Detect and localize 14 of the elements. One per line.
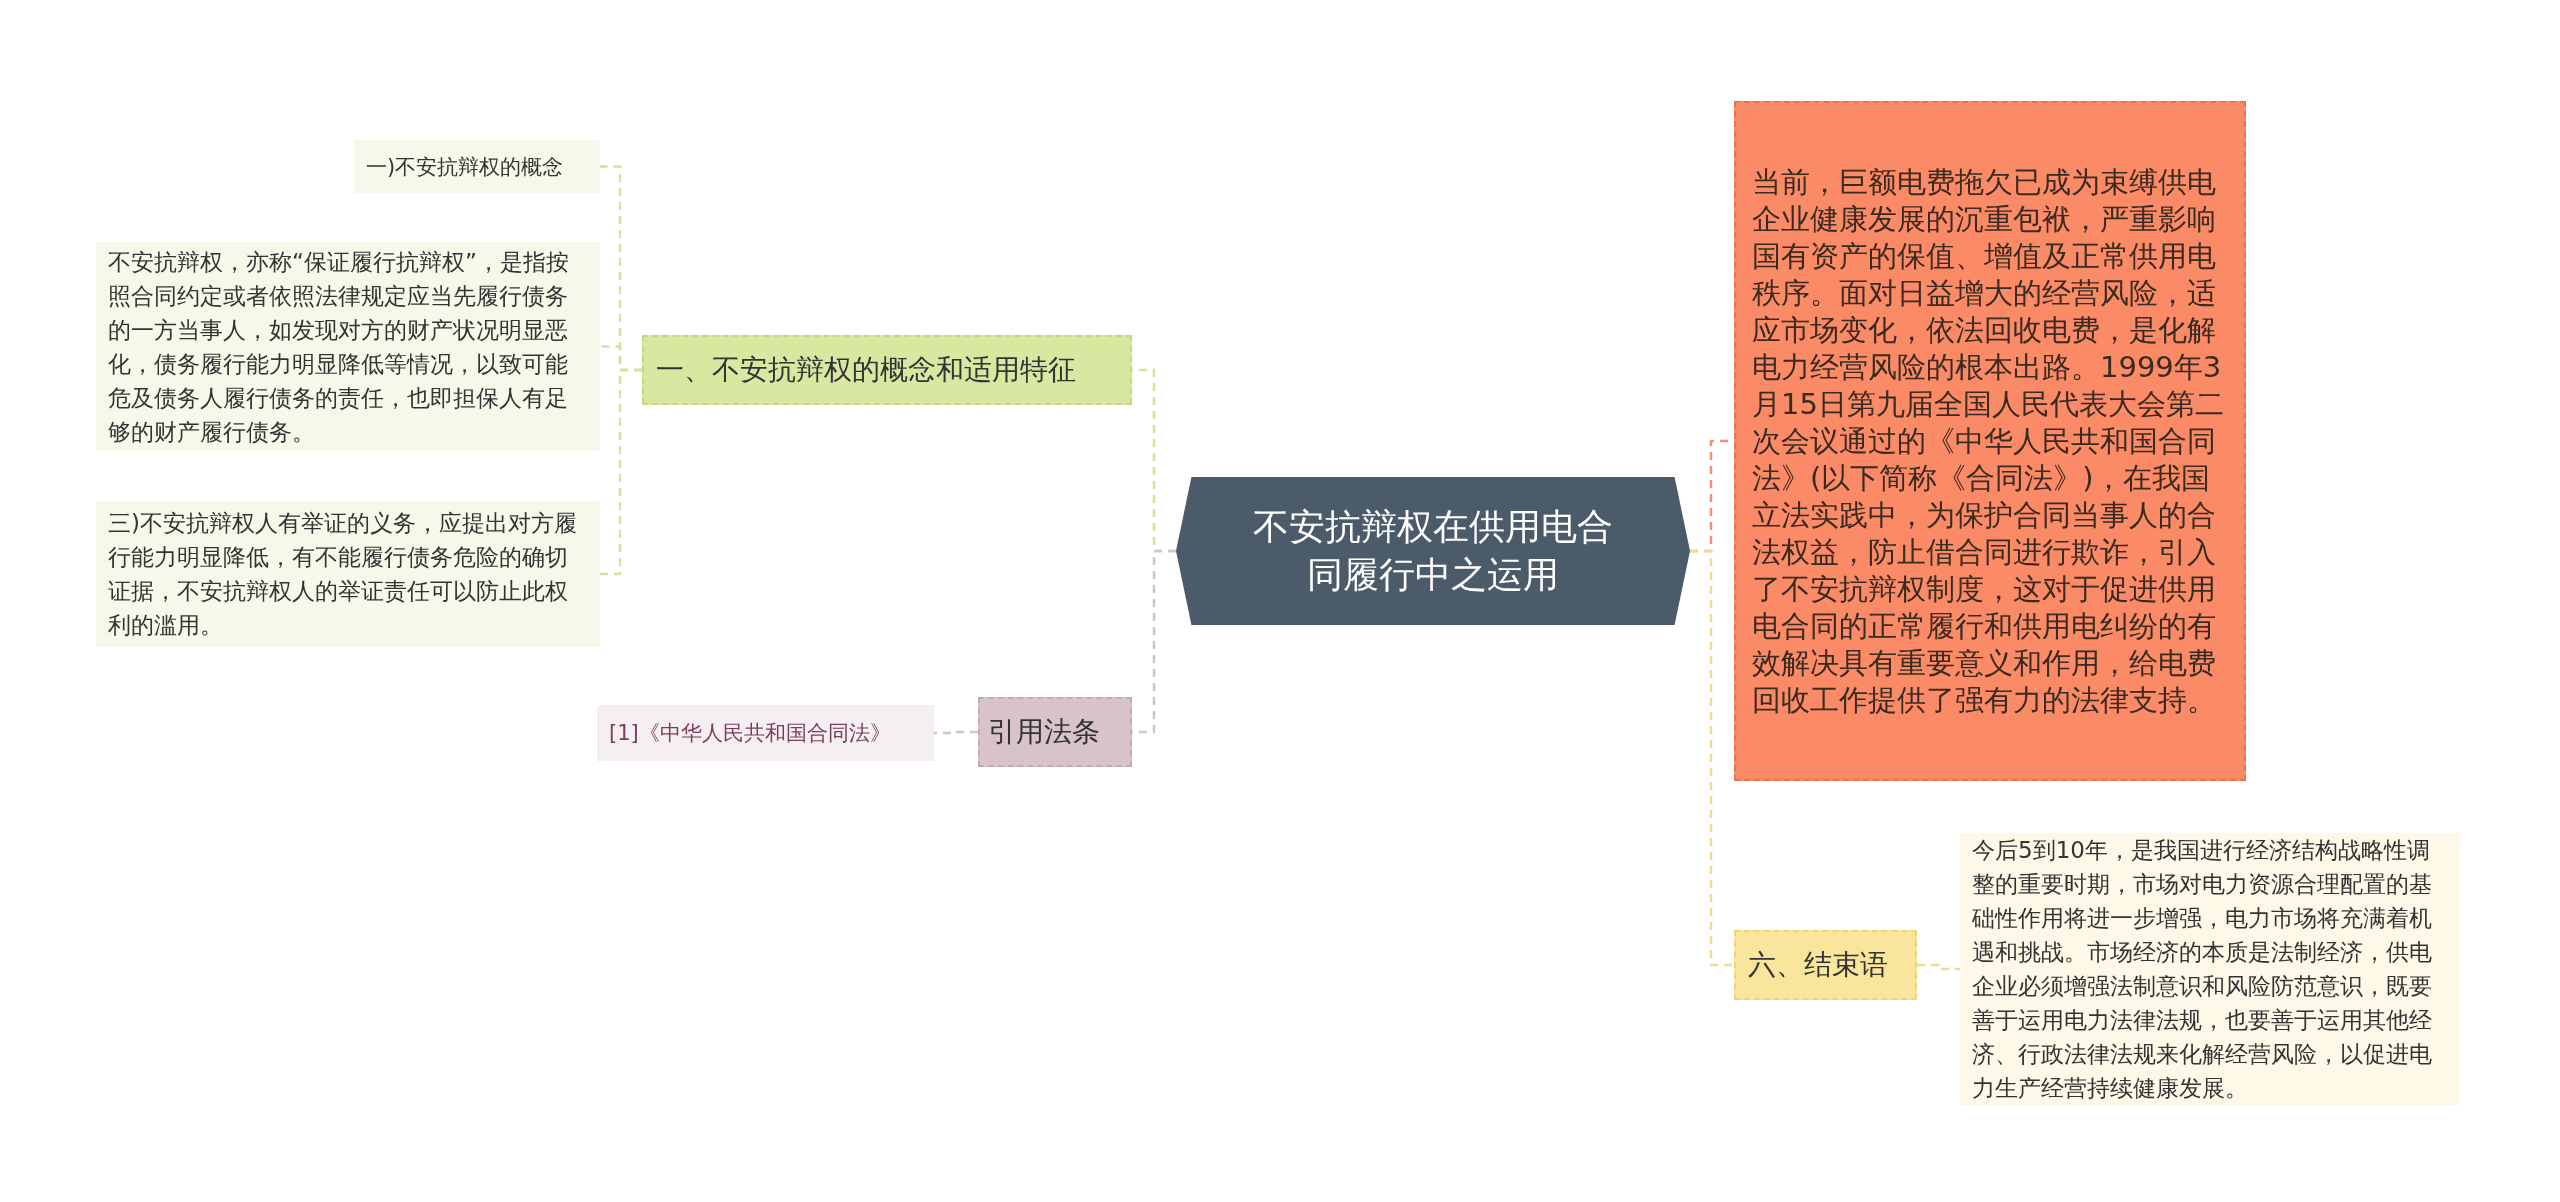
connector bbox=[1690, 549, 1734, 967]
branch-topic: 引用法条 bbox=[978, 697, 1132, 767]
subtopic: 今后5到10年，是我国进行经济结构战略性调整的重要时期，市场对电力资源合理配置的基础性作用将进一步增强，电力市场将充满着机遇和挑战。市场经济的本质是法制经济，供电企业必须增强法制意识和风险防范意识，既要善于运用电力法律法规，也要善于运用其他经济、行政法律法规来化解经营风险，以促进电力生产经营持续健康发展。 bbox=[1960, 833, 2460, 1105]
central-topic: 不安抗辩权在供用电合同履行中之运用 bbox=[1176, 477, 1690, 625]
connector bbox=[1917, 963, 1960, 971]
reference-item: [1]《中华人民共和国合同法》 bbox=[597, 705, 934, 761]
branch-topic: 当前，巨额电费拖欠已成为束缚供电企业健康发展的沉重包袱，严重影响国有资产的保值、增值及正常供用电秩序。面对日益增大的经营风险，适应市场变化，依法回收电费，是化解电力经营风险的根本出路。1999年3月15日第九届全国人民代表大会第二次会议通过的《中华人民共和国合同法》(以下简称《合同法》)，在我国立法实践中，为保护合同当事人的合法权益，防止借合同进行欺诈，引入了不安抗辩权制度，这对于促进供用电合同的正常履行和供用电纠纷的有效解决具有重要意义和作用，给电费回收工作提供了强有力的法律支持。 bbox=[1734, 101, 2246, 781]
subtopic: 三)不安抗辩权人有举证的义务，应提出对方履行能力明显降低，有不能履行债务危险的确切证据，不安抗辩权人的举证责任可以防止此权利的滥用。 bbox=[96, 501, 600, 647]
subtopic: 不安抗辩权，亦称“保证履行抗辩权”，是指按照合同约定或者依照法律规定应当先履行债务的一方当事人，如发现对方的财产状况明显恶化，债务履行能力明显降低等情况，以致可能危及债务人履行债务的责任，也即担保人有足够的财产履行债务。 bbox=[96, 242, 600, 451]
connector bbox=[600, 368, 642, 576]
subtopic: 一)不安抗辩权的概念 bbox=[354, 140, 600, 193]
connector bbox=[934, 730, 978, 735]
branch-topic: 六、结束语 bbox=[1734, 930, 1917, 1000]
branch-topic: 一、不安抗辩权的概念和适用特征 bbox=[642, 335, 1132, 405]
